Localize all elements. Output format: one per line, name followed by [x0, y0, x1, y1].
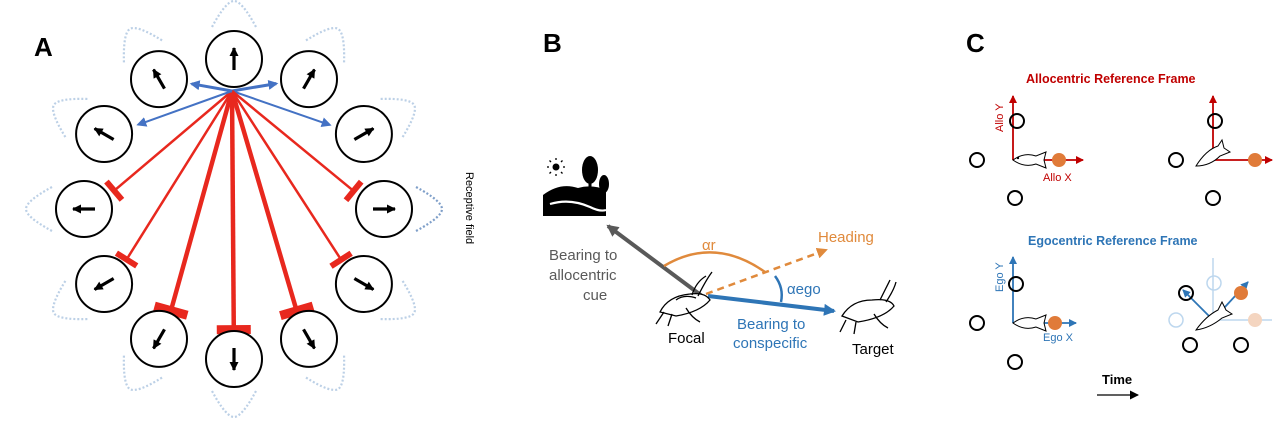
inhibitory-connection [230, 90, 343, 261]
panel-b: B Bearing to allocentric [543, 28, 897, 358]
inhibitory-bar [114, 250, 139, 269]
excitatory-connection [189, 80, 233, 93]
target-label: Target [852, 341, 895, 358]
ring-neuron [130, 50, 188, 109]
bearing-conspecific-line2: conspecific [733, 335, 808, 352]
alpha-r-arc [663, 251, 766, 274]
inhibitory-connection [125, 90, 234, 261]
allocentric-title: Allocentric Reference Frame [1026, 72, 1196, 86]
direction-arrow-icon [353, 127, 375, 141]
bearing-allocentric-arrow [606, 224, 704, 298]
receptive-field [24, 186, 53, 232]
ring-attractor-neurons [55, 30, 413, 388]
heading-label: Heading [818, 229, 874, 246]
panel-a-letter: A [34, 32, 53, 62]
direction-arrow-icon [93, 127, 115, 141]
direction-arrow-icon [152, 68, 166, 90]
receptive-field [211, 0, 257, 28]
direction-arrow-icon [302, 68, 316, 90]
egocentric-title: Egocentric Reference Frame [1028, 234, 1198, 248]
inhibitory-bar [329, 250, 353, 269]
alpha-ego-label: αego [787, 281, 821, 298]
focal-label: Focal [668, 330, 705, 347]
ring-neuron [334, 255, 393, 313]
ring-neuron [75, 255, 134, 313]
ring-neuron [355, 180, 413, 238]
connections [104, 79, 364, 335]
allo-x-label: Allo X [1043, 172, 1072, 184]
bearing-allocentric-line2: allocentric [549, 267, 617, 284]
ring-neuron [75, 105, 134, 163]
allo-y-label: Allo Y [994, 103, 1006, 132]
ring-neuron [205, 30, 263, 88]
panel-a: A Receptive field [24, 0, 475, 419]
direction-arrow-icon [353, 277, 375, 291]
time-label: Time [1102, 372, 1132, 387]
ego-y-label: Ego Y [994, 262, 1006, 292]
inhibitory-bar [279, 301, 315, 320]
alpha-r-label: αr [702, 237, 716, 254]
receptive-field [211, 390, 257, 419]
ring-neuron [130, 309, 188, 368]
inhibitory-connection [113, 90, 233, 192]
bearing-allocentric-line3: cue [583, 287, 607, 304]
ring-neuron [334, 105, 393, 163]
ring-neuron [55, 180, 113, 238]
receptive-field-label: Receptive field [463, 172, 475, 244]
ring-neuron [280, 309, 338, 368]
landscape-icon [543, 156, 609, 216]
allocentric-frame-t1 [969, 95, 1084, 206]
excitatory-connection [231, 90, 332, 127]
inhibitory-bar [104, 179, 125, 202]
egocentric-frame-t1 [969, 256, 1077, 370]
inhibitory-connection [231, 90, 355, 192]
panel-b-letter: B [543, 28, 562, 58]
alpha-ego-arc [773, 275, 783, 303]
direction-arrow-icon [152, 328, 166, 350]
inhibitory-connection [168, 90, 235, 312]
ring-neuron [205, 330, 263, 388]
ring-neuron [280, 50, 338, 109]
bearing-conspecific-line1: Bearing to [737, 316, 805, 333]
target-cricket-icon [839, 279, 897, 335]
bearing-allocentric-line1: Bearing to [549, 247, 617, 264]
panel-c-letter: C [966, 28, 985, 58]
heading-arrow [705, 247, 828, 296]
inhibitory-bar [343, 179, 364, 203]
inhibitory-connection [229, 90, 299, 312]
direction-arrow-icon [93, 277, 115, 291]
inhibitory-bar [153, 301, 189, 320]
allocentric-frame-t2 [1168, 95, 1273, 206]
ego-x-label: Ego X [1043, 332, 1074, 344]
egocentric-frame-t2 [1168, 258, 1272, 353]
excitatory-connection [136, 90, 233, 127]
bearing-conspecific-arrow [707, 294, 836, 316]
panel-c: C Allocentric Reference Frame Allo Y All… [966, 28, 1273, 400]
receptive-field [415, 186, 444, 232]
direction-arrow-icon [302, 328, 316, 350]
focal-cricket-icon [655, 271, 713, 327]
inhibitory-connection [229, 90, 237, 330]
excitatory-connection [231, 79, 279, 93]
